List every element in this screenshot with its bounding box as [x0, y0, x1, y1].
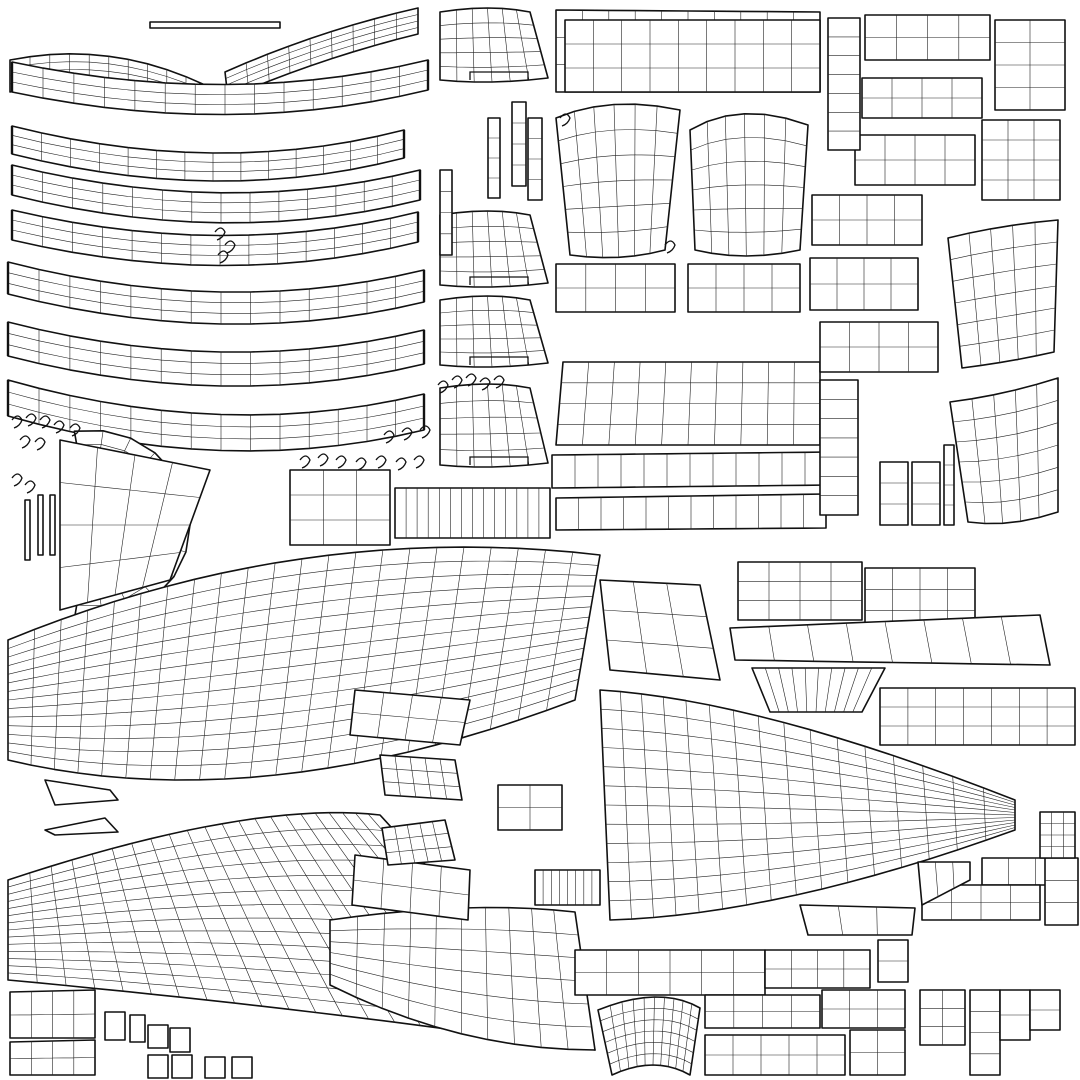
uv-island-cylinder-half-far-right-2 — [949, 377, 1059, 525]
uv-detail-curl — [11, 415, 23, 429]
uv-island-fin-4 — [439, 383, 549, 468]
uv-detail-curl — [11, 473, 23, 487]
uv-island-wing-strip-top-right — [224, 7, 419, 99]
uv-detail-curl — [395, 457, 407, 471]
uv-detail-curl — [383, 430, 395, 444]
uv-small-details-layer — [11, 21, 676, 561]
uv-detail-curl — [224, 240, 236, 254]
uv-detail-curl — [375, 455, 387, 469]
uv-detail-curl — [451, 375, 463, 389]
uv-detail-curl — [479, 377, 491, 391]
uv-detail-curl — [559, 113, 571, 127]
uv-island-chevron-strip-5 — [6, 261, 426, 325]
uv-detail-curl — [214, 227, 226, 241]
uv-detail-curl — [437, 380, 449, 394]
uv-island-chevron-strip-4 — [10, 209, 420, 267]
uv-detail-curl — [53, 420, 65, 434]
uv-detail-sliver — [37, 494, 44, 556]
uv-detail-curl — [401, 427, 413, 441]
uv-detail-curl — [217, 250, 229, 264]
uv-island-panel-strip-center-1 — [551, 451, 829, 489]
uv-detail-curl — [465, 373, 477, 387]
uv-island-fin-1 — [439, 7, 549, 83]
uv-detail-curl — [24, 480, 36, 494]
uv-detail-curl — [493, 375, 505, 389]
uv-detail-curl — [335, 455, 347, 469]
uv-island-chevron-strip-3 — [10, 164, 422, 224]
uv-detail-curl — [25, 413, 37, 427]
uv-islands-layer — [6, 7, 1079, 1079]
uv-island-fin-3 — [439, 295, 549, 368]
uv-island-chevron-strip-2 — [10, 125, 406, 182]
uv-detail-sliver — [149, 21, 281, 29]
uv-detail-sliver — [24, 499, 31, 561]
uv-island-cylinder-half-far-right-1 — [947, 219, 1059, 369]
uv-island-panel-mid-center — [555, 361, 821, 446]
uv-detail-curl — [34, 437, 46, 451]
uv-island-panel-strip-center-2 — [555, 493, 827, 531]
uv-detail-curl — [413, 455, 425, 469]
uv-detail-curl — [19, 435, 31, 449]
uv-island-cylinder-half-left — [555, 103, 681, 259]
uv-detail-curl — [317, 453, 329, 467]
uv-detail-curl — [664, 240, 676, 254]
uv-island-chevron-strip-6 — [6, 321, 426, 387]
uv-detail-curl — [419, 425, 431, 439]
uv-detail-curl — [355, 457, 367, 471]
uv-island-fuselage-lower — [7, 811, 596, 1051]
uv-island-fin-2 — [439, 210, 549, 288]
uv-detail-sliver — [49, 494, 56, 556]
uv-detail-curl — [39, 415, 51, 429]
uv-island-chevron-strip-7 — [6, 379, 426, 452]
uv-island-cylinder-half-right — [689, 113, 809, 257]
uv-detail-curl — [69, 423, 81, 437]
uv-island-seat-bowl — [597, 996, 701, 1076]
uv-island-fuselage-nose — [599, 689, 1016, 921]
uv-island-small-parts-cluster — [9, 14, 1079, 1079]
uv-island-chevron-strip-1 — [10, 59, 430, 116]
uv-detail-curl — [299, 455, 311, 469]
